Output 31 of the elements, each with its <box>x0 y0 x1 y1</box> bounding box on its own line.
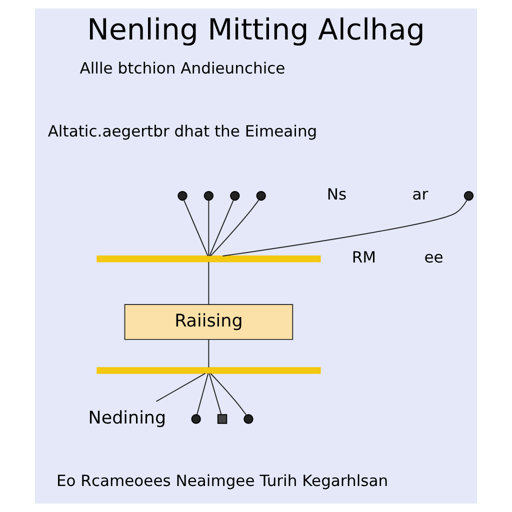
connector <box>208 339 210 368</box>
label: ee <box>424 248 444 267</box>
node-circle <box>204 190 214 201</box>
node-text: Nedining <box>88 408 166 428</box>
connector <box>208 372 222 415</box>
node-box: Raiising <box>124 304 294 340</box>
label: ar <box>412 186 428 204</box>
label: RM <box>352 248 376 267</box>
label: Ns <box>326 186 347 204</box>
node-box <box>217 414 228 424</box>
node-circle <box>191 414 201 424</box>
connector <box>209 200 234 256</box>
node-circle <box>464 190 474 201</box>
label: Altatic.aegertbr dhat the Eimeaing <box>48 122 318 140</box>
node-circle <box>178 190 188 201</box>
node-circle <box>230 190 240 201</box>
connector <box>156 372 206 402</box>
node-bar <box>96 256 321 262</box>
node-circle <box>256 190 266 201</box>
node-circle <box>244 414 254 424</box>
label: Allle btchion Andieunchice <box>80 59 286 78</box>
connector <box>210 373 247 416</box>
connector <box>183 200 208 256</box>
connector <box>196 372 209 416</box>
node-bar <box>96 367 321 374</box>
connector <box>208 200 210 256</box>
label: Eo Rcameoees Neaimgee Turih Kegarhlsan <box>56 472 388 490</box>
connector <box>210 200 260 256</box>
connector <box>222 199 468 256</box>
diagram-title: Nenling Mitting Alclhag <box>87 12 425 47</box>
connector <box>208 261 210 305</box>
